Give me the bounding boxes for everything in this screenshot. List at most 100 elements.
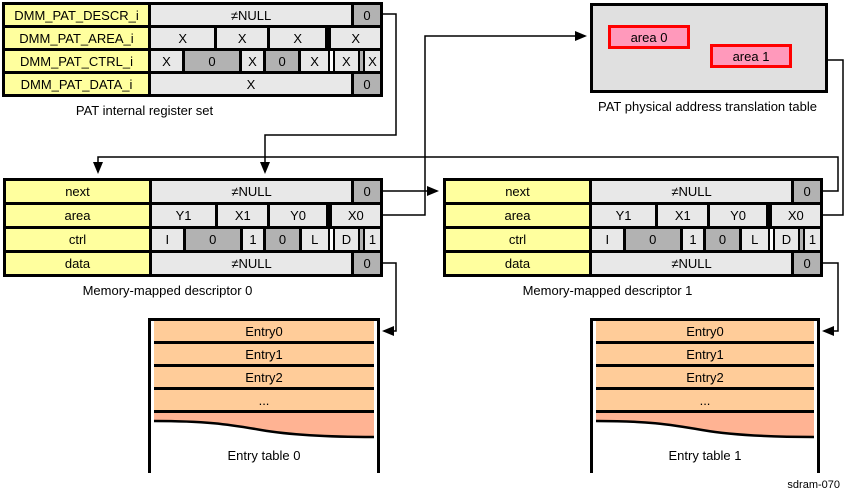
field-cell: 1 (805, 229, 820, 250)
field-cell: 0 (354, 74, 380, 94)
pat-translation-table: area 0 area 1 (590, 3, 828, 93)
row-label: data (446, 253, 592, 274)
field-cell: X (151, 51, 182, 71)
cell-divider (767, 229, 775, 250)
row-label: next (446, 181, 592, 202)
field-cell: 0 (794, 253, 820, 274)
field-cell: 0 (266, 229, 299, 250)
field-cell: Y1 (592, 205, 656, 226)
field-cell: ≠NULL (151, 5, 351, 25)
field-cell: X (334, 51, 359, 71)
field-cell: Y0 (270, 205, 326, 226)
field-cell: 0 (265, 51, 299, 71)
field-cell: X (269, 28, 326, 48)
field-cell: 1 (682, 229, 704, 250)
connector-descriptor0-data-to-entry-table0 (382, 262, 397, 336)
entry-row: Entry1 (154, 344, 374, 364)
field-cell: I (592, 229, 623, 250)
field-cell: ≠NULL (152, 253, 352, 274)
field-cell: Y0 (710, 205, 766, 226)
entry-row: ... (154, 390, 374, 410)
field-cell: X (301, 51, 328, 71)
cell-divider (327, 51, 335, 71)
field-cell: 0 (354, 253, 380, 274)
cell-divider (358, 229, 366, 250)
field-cell: ≠NULL (592, 253, 792, 274)
entry-table-top-border (593, 318, 817, 321)
entry-row: ... (596, 390, 814, 410)
row-label: data (6, 253, 152, 274)
row-label: DMM_PAT_AREA_i (5, 28, 151, 48)
row-label: ctrl (6, 229, 152, 250)
entry-table-0-caption: Entry table 0 (227, 448, 301, 463)
field-cell: ≠NULL (592, 181, 792, 202)
entry-row: Entry1 (596, 344, 814, 364)
descriptor-0-caption: Memory-mapped descriptor 0 (82, 283, 253, 298)
field-cell: X1 (218, 205, 268, 226)
entry-row: Entry0 (154, 321, 374, 341)
field-cell: 0 (354, 181, 380, 202)
field-cell: X0 (331, 205, 380, 226)
field-cell: Y1 (152, 205, 216, 226)
entry-table-top-border (151, 318, 377, 321)
descriptor-1-caption: Memory-mapped descriptor 1 (522, 283, 693, 298)
field-cell: 1 (365, 229, 380, 250)
field-cell: 0 (184, 51, 240, 71)
connector-descriptor1-data-to-entry-table1 (822, 262, 839, 336)
field-cell: X (365, 51, 380, 71)
field-cell: 0 (354, 5, 380, 25)
field-cell: X1 (658, 205, 708, 226)
row-label: next (6, 181, 152, 202)
pat-table-caption: PAT physical address translation table (598, 99, 817, 114)
field-cell: 0 (625, 229, 680, 250)
cell-divider (358, 51, 366, 71)
figure-id: sdram-070 (787, 479, 840, 491)
field-cell: X0 (771, 205, 820, 226)
field-cell: L (741, 229, 768, 250)
torn-edge (596, 413, 814, 439)
field-cell: 1 (242, 229, 264, 250)
field-cell: I (152, 229, 183, 250)
field-cell: X (331, 28, 380, 48)
field-cell: 0 (794, 181, 820, 202)
field-cell: 0 (185, 229, 240, 250)
cell-divider (798, 229, 806, 250)
cell-divider (327, 229, 335, 250)
row-label: ctrl (446, 229, 592, 250)
field-cell: 0 (706, 229, 739, 250)
entry-row: Entry2 (154, 367, 374, 387)
pat-area-1: area 1 (710, 44, 792, 68)
field-cell: X (151, 28, 215, 48)
field-cell: D (334, 229, 359, 250)
row-label: DMM_PAT_DATA_i (5, 74, 151, 94)
row-label: DMM_PAT_DESCR_i (5, 5, 151, 25)
entry-row: Entry2 (596, 367, 814, 387)
register-table-caption: PAT internal register set (75, 103, 214, 118)
field-cell: X (151, 74, 351, 94)
